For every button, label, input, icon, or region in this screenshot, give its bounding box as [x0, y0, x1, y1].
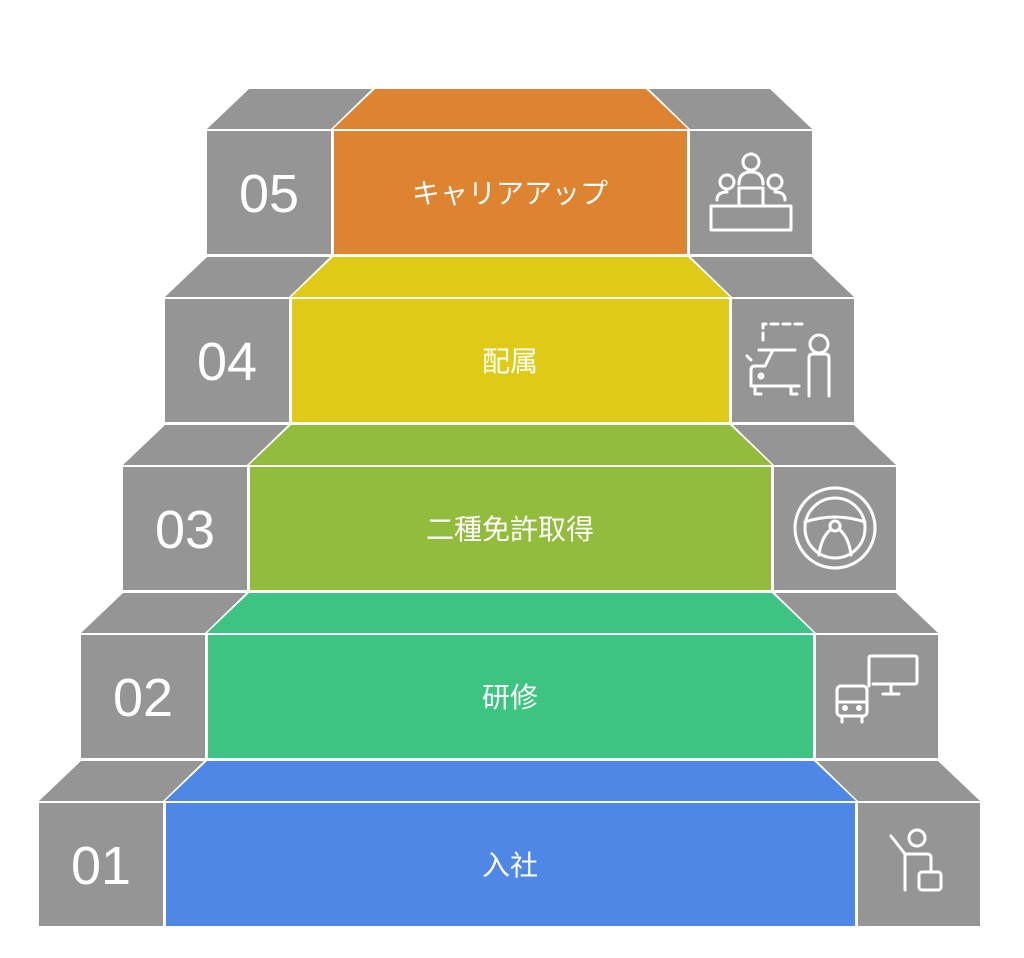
- step-number: 01: [71, 836, 131, 896]
- step-number-box: [123, 467, 247, 590]
- car-person-icon: [745, 322, 831, 398]
- step-number: 02: [113, 668, 173, 728]
- step-right-top: [649, 89, 812, 129]
- step-number: 05: [239, 164, 299, 224]
- step-right-top: [817, 761, 980, 801]
- step-left-top: [165, 257, 330, 297]
- step-label: 研修: [482, 681, 538, 714]
- podium-people-icon: [709, 152, 793, 232]
- step-left-top: [81, 593, 246, 633]
- step-label: 入社: [482, 849, 538, 882]
- steering-wheel-icon: [793, 486, 877, 570]
- step-number: 04: [197, 332, 257, 392]
- step-number: 03: [155, 500, 215, 560]
- step-left-top: [207, 89, 372, 129]
- step-left-top: [39, 761, 204, 801]
- step-front-face: [292, 299, 729, 422]
- step-icon-box: [816, 635, 938, 758]
- step-icon-box: [774, 467, 896, 590]
- step-top-face: [207, 593, 814, 633]
- step-front-face: [334, 131, 687, 254]
- step-top-face: [291, 257, 730, 297]
- step-front-face: [208, 635, 813, 758]
- step-number-box: [207, 131, 331, 254]
- person-briefcase-icon: [889, 828, 943, 892]
- step-front-face: [250, 467, 771, 590]
- step-top-face: [165, 761, 856, 801]
- step-right-top: [691, 257, 854, 297]
- step-left-top: [123, 425, 288, 465]
- step-icon-box: [858, 803, 980, 926]
- step-label: 二種免許取得: [426, 513, 594, 546]
- step-front-face: [166, 803, 855, 926]
- step-label: キャリアアップ: [412, 177, 608, 210]
- step-icon-box: [690, 131, 812, 254]
- step-number-box: [165, 299, 289, 422]
- step-right-top: [775, 593, 938, 633]
- step-right-top: [733, 425, 896, 465]
- step-number-box: [39, 803, 163, 926]
- step-top-face: [249, 425, 772, 465]
- step-number-box: [81, 635, 205, 758]
- step-top-face: [333, 89, 688, 129]
- step-label: 配属: [482, 345, 538, 378]
- bus-monitor-icon: [835, 654, 919, 724]
